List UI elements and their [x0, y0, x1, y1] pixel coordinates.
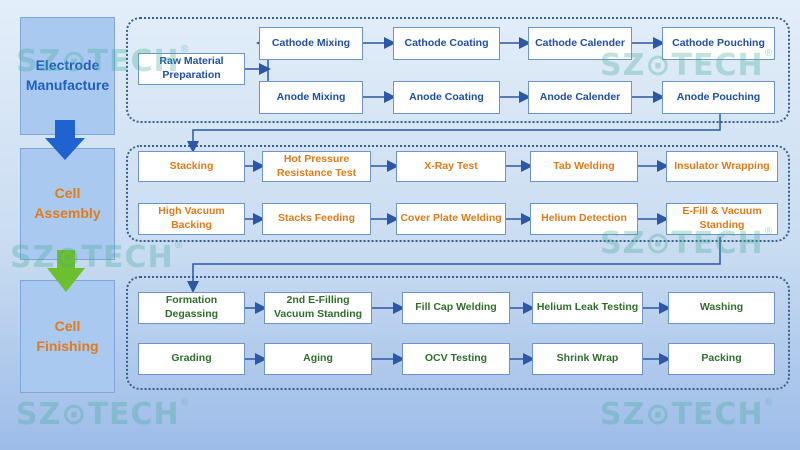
- cathode-calender: Cathode Calender: [528, 27, 632, 60]
- cathode-mixing: Cathode Mixing: [259, 27, 363, 60]
- raw-material-preparation: Raw Material Preparation: [138, 53, 245, 85]
- x-ray-test: X-Ray Test: [396, 151, 506, 182]
- watermark-logo: SZ⊙TECH®: [600, 226, 775, 261]
- shrink-wrap: Shrink Wrap: [532, 343, 643, 375]
- watermark-logo: SZ⊙TECH®: [10, 240, 185, 275]
- cathode-pouching: Cathode Pouching: [662, 27, 775, 60]
- tab-welding: Tab Welding: [530, 151, 638, 182]
- assembly-group: [126, 145, 790, 242]
- fill-cap-welding: Fill Cap Welding: [402, 292, 510, 324]
- watermark-logo: SZ⊙TECH®: [600, 397, 775, 432]
- aging: Aging: [264, 343, 372, 375]
- packing: Packing: [668, 343, 775, 375]
- finishing-group: [126, 276, 790, 390]
- watermark-logo: SZ⊙TECH®: [600, 48, 775, 83]
- anode-mixing: Anode Mixing: [259, 81, 363, 114]
- high-vacuum-backing: High Vacuum Backing: [138, 203, 245, 235]
- down-arrow-green: [47, 250, 85, 292]
- stage-electrode-manufacture: Electrode Manufacture: [20, 17, 115, 135]
- washing: Washing: [668, 292, 775, 324]
- stage-cell-finishing: Cell Finishing: [20, 280, 115, 393]
- stage-cell-assembly: Cell Assembly: [20, 148, 115, 260]
- down-arrow-blue: [45, 120, 85, 160]
- e-fill-vacuum-standing: E-Fill & Vacuum Standing: [666, 203, 778, 235]
- hot-pressure-resistance-test: Hot Pressure Resistance Test: [262, 151, 371, 182]
- anode-coating: Anode Coating: [393, 81, 500, 114]
- watermark-logo: SZ⊙TECH®: [16, 397, 191, 432]
- watermark-logo: SZ⊙TECH®: [16, 44, 191, 79]
- ocv-testing: OCV Testing: [402, 343, 510, 375]
- helium-detection: Helium Detection: [530, 203, 638, 235]
- formation-degassing: Formation Degassing: [138, 292, 245, 324]
- second-e-filling-vacuum-standing: 2nd E-Filling Vacuum Standing: [264, 292, 372, 324]
- cover-plate-welding: Cover Plate Welding: [396, 203, 506, 235]
- grading: Grading: [138, 343, 245, 375]
- stacks-feeding: Stacks Feeding: [262, 203, 371, 235]
- stacking: Stacking: [138, 151, 245, 182]
- anode-calender: Anode Calender: [528, 81, 632, 114]
- electrode-group: [126, 17, 790, 123]
- anode-pouching: Anode Pouching: [662, 81, 775, 114]
- cathode-coating: Cathode Coating: [393, 27, 500, 60]
- insulator-wrapping: Insulator Wrapping: [666, 151, 778, 182]
- helium-leak-testing: Helium Leak Testing: [532, 292, 643, 324]
